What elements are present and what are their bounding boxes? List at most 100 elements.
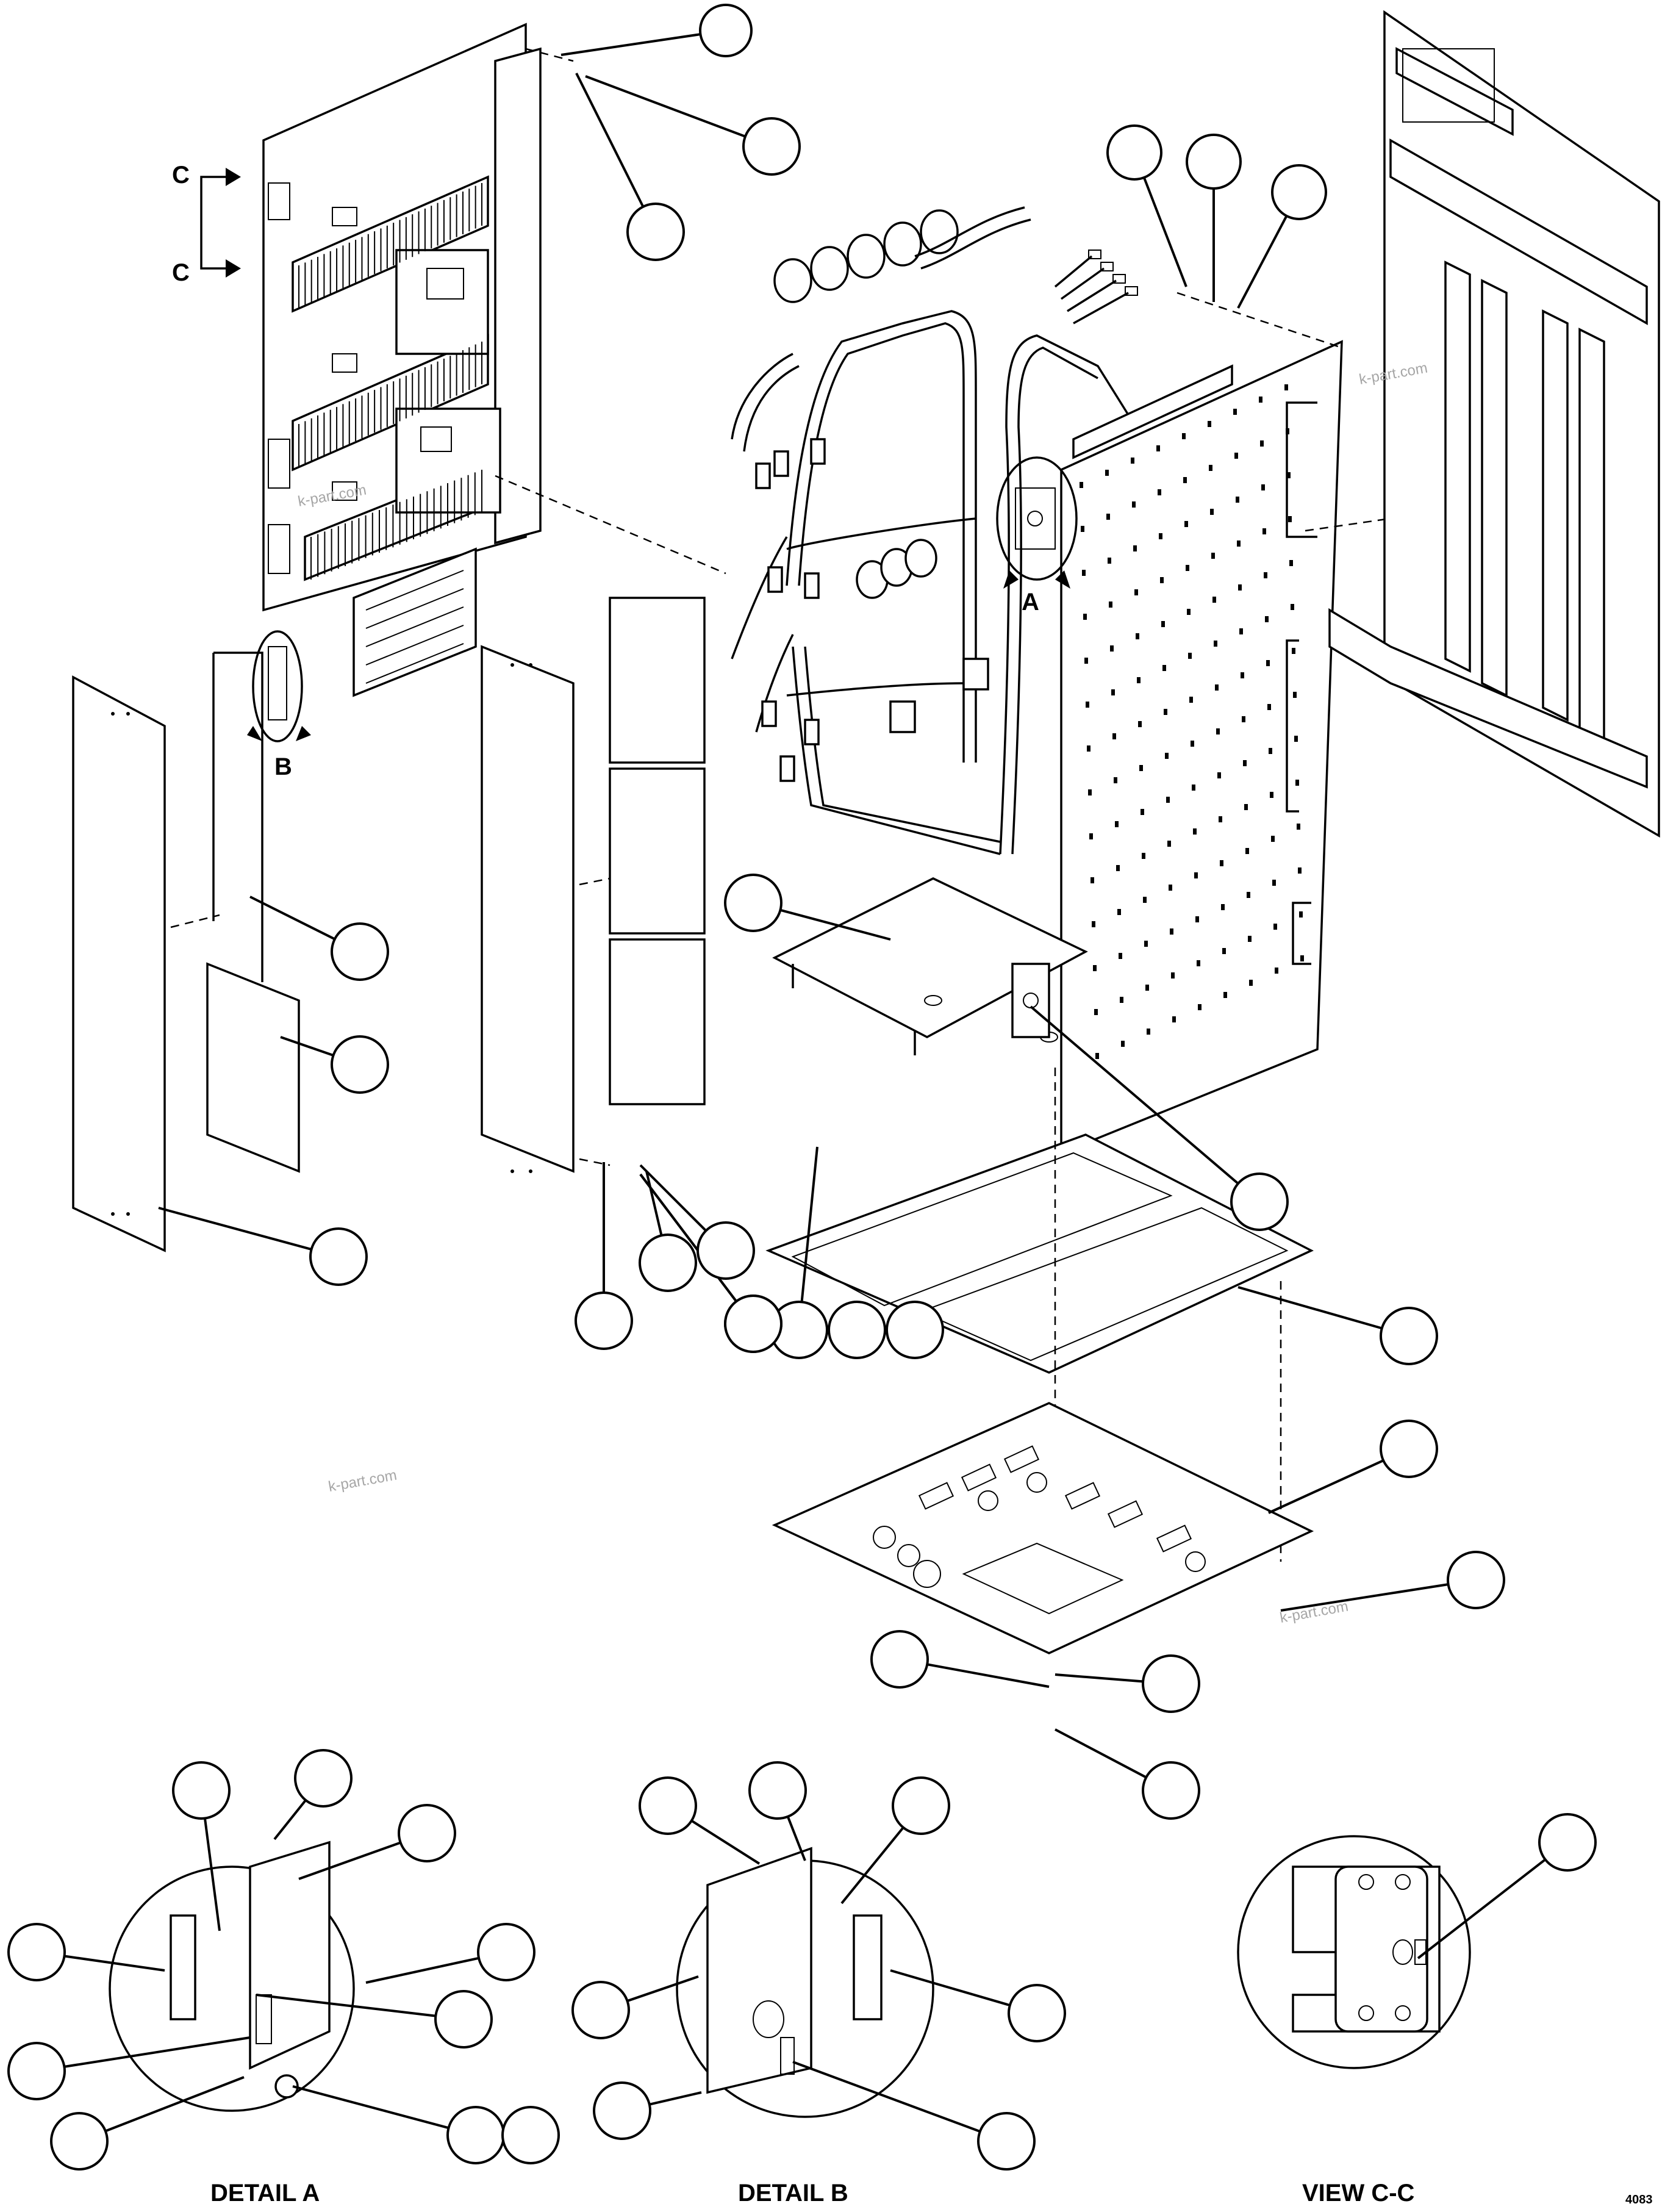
detail-b-callout: B xyxy=(247,630,311,780)
item-balloon xyxy=(398,1804,456,1862)
plate-hole xyxy=(1239,628,1243,634)
plate-hole xyxy=(1115,821,1119,827)
plate-hole xyxy=(1131,458,1134,464)
base-plate xyxy=(772,1402,1314,1654)
item-balloon xyxy=(742,117,801,176)
item-balloon xyxy=(1106,124,1162,181)
item-balloon xyxy=(1008,1984,1066,2042)
plate-hole xyxy=(1191,741,1194,747)
plate-hole xyxy=(1108,558,1111,564)
plate-hole xyxy=(1222,948,1226,954)
plate-hole xyxy=(1169,885,1172,891)
leader-line xyxy=(273,1799,307,1840)
leader-line xyxy=(1417,1858,1546,1959)
plate-hole xyxy=(1234,453,1238,459)
item-balloon xyxy=(331,922,389,981)
leader-line xyxy=(249,896,335,941)
plate-hole xyxy=(1147,1029,1150,1035)
leader-line xyxy=(1237,1286,1383,1330)
plate-hole xyxy=(1164,709,1167,715)
plate-hole xyxy=(1286,428,1289,434)
plate-hole xyxy=(1084,658,1088,664)
plate-hole xyxy=(1134,589,1138,595)
plate-hole xyxy=(1189,697,1193,703)
detail-b-view: DETAIL B xyxy=(676,1847,934,2207)
handle-a xyxy=(170,1914,196,2020)
plate-hole xyxy=(1106,514,1110,520)
item-balloon xyxy=(1380,1420,1438,1478)
leader-line xyxy=(639,1173,737,1302)
plate-hole xyxy=(1188,653,1192,659)
item-balloon xyxy=(1380,1307,1438,1365)
detail-a-view: DETAIL A xyxy=(109,1840,355,2207)
view-cc-view: VIEW C-C xyxy=(1237,1835,1471,2207)
leader-line xyxy=(560,33,701,56)
item-balloon xyxy=(593,2081,651,2140)
plate-hole xyxy=(1121,1041,1125,1047)
gasket-frame xyxy=(765,1133,1314,1374)
plate-hole xyxy=(1241,672,1244,678)
plate-hole xyxy=(1292,648,1295,654)
leader-line xyxy=(64,2036,251,2068)
plate-hole xyxy=(1244,804,1248,810)
plate-hole xyxy=(1089,833,1093,839)
heatsink-fins xyxy=(310,470,482,580)
plate-hole xyxy=(1161,621,1165,627)
view-arrow-c-top: C xyxy=(172,162,190,189)
leader-line xyxy=(890,1969,1011,2007)
plate-hole xyxy=(1291,604,1294,610)
plate-hole xyxy=(1145,985,1149,991)
item-balloons xyxy=(7,4,1597,2171)
plate-hole xyxy=(1217,772,1221,778)
plate-hole xyxy=(1086,702,1089,708)
item-balloon xyxy=(50,2112,109,2171)
plate-hole xyxy=(1087,745,1090,752)
plate-hole xyxy=(1092,921,1095,927)
plate-hole xyxy=(1219,816,1222,822)
watermark-mid-left: k-part.com xyxy=(327,1467,398,1495)
left-control-panel xyxy=(262,23,542,697)
plate-hole xyxy=(1245,848,1249,854)
plate-hole xyxy=(1214,641,1217,647)
module-box-upper xyxy=(395,249,489,355)
left-inner-panel xyxy=(212,652,263,982)
plate-hole xyxy=(1082,570,1086,576)
plate-hole xyxy=(1223,992,1227,998)
plate-mounting-holes xyxy=(1080,384,1304,1059)
leader-line xyxy=(256,1994,436,2017)
plate-hole xyxy=(1216,728,1220,734)
plate-hole xyxy=(1142,853,1145,859)
leader-line xyxy=(105,2076,245,2133)
item-balloon xyxy=(892,1776,950,1835)
plate-hole xyxy=(1093,965,1097,971)
plate-hole xyxy=(1090,877,1094,883)
plate-hole xyxy=(1182,433,1186,439)
plate-hole xyxy=(1299,911,1303,917)
item-balloon xyxy=(1230,1172,1289,1231)
plate-hole xyxy=(1114,777,1117,783)
item-balloon xyxy=(294,1749,353,1808)
leader-line xyxy=(64,1955,165,1972)
plate-hole xyxy=(1094,1009,1098,1015)
plate-hole xyxy=(1187,609,1191,615)
leader-line xyxy=(292,2085,449,2130)
sheet-code: 4083 xyxy=(1625,2193,1653,2207)
plate-hole xyxy=(1271,836,1275,842)
item-balloon xyxy=(477,1923,535,1981)
plate-hole xyxy=(1247,892,1250,898)
plate-hole xyxy=(1243,760,1247,766)
plate-hole xyxy=(1300,955,1304,961)
leader-line xyxy=(203,1818,221,1931)
plate-hole xyxy=(1237,540,1241,547)
handle-b xyxy=(853,1914,883,2020)
leader-line xyxy=(792,2061,981,2133)
heatsink-upper xyxy=(292,175,489,313)
connector-plugs-top xyxy=(773,206,1031,303)
leader-line xyxy=(926,1663,1050,1688)
plate-hole xyxy=(1080,482,1083,488)
mounting-bracket xyxy=(1011,963,1050,1038)
center-insulation-sheets xyxy=(609,597,706,1105)
plate-hole xyxy=(1259,397,1262,403)
leader-line xyxy=(575,73,645,207)
plate-hole xyxy=(1143,897,1147,903)
